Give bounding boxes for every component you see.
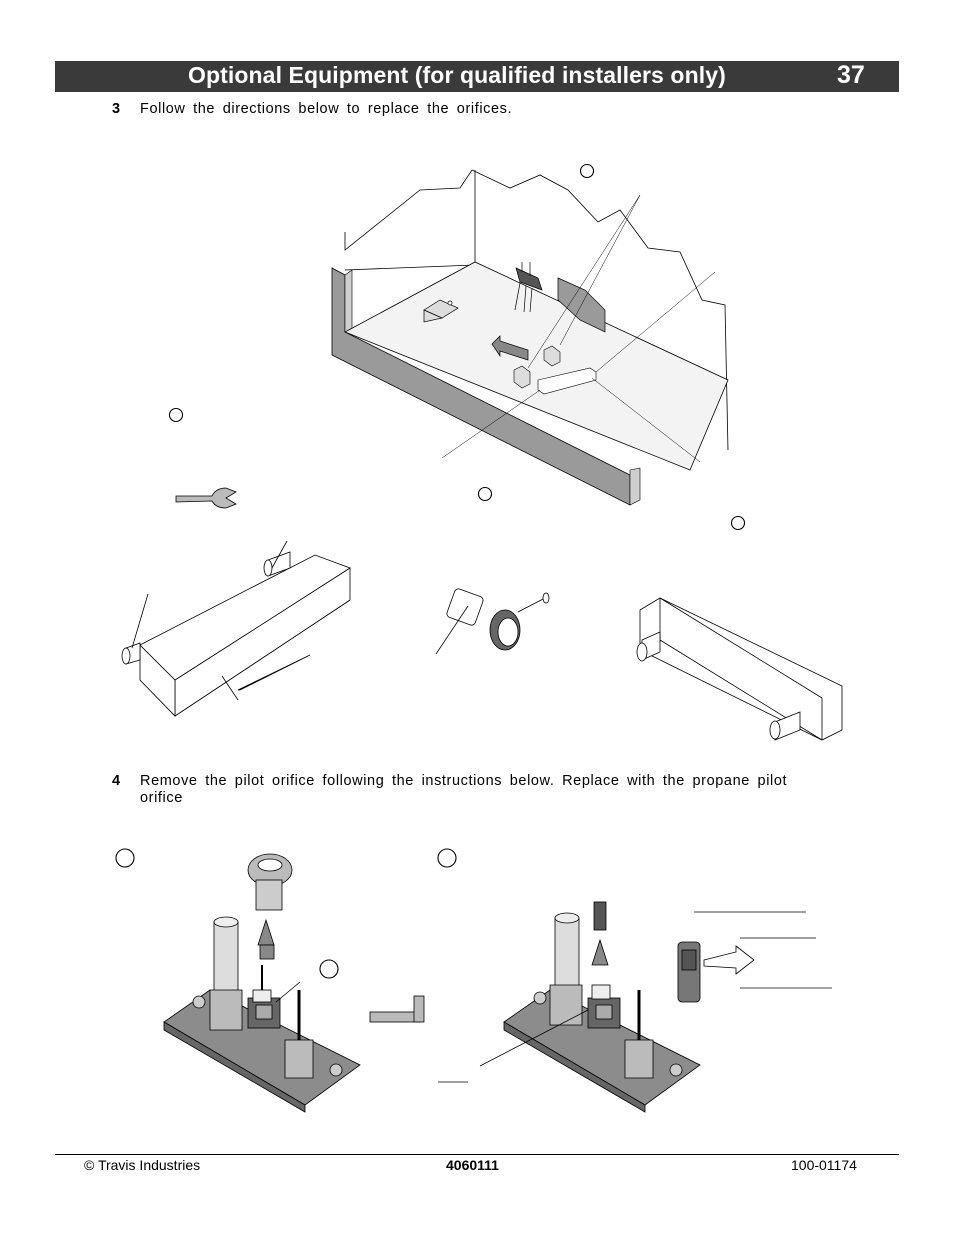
callout-circle: [437, 848, 457, 868]
footer-doc-number: 4060111: [446, 1157, 499, 1173]
callout-circle: [168, 407, 184, 423]
page-number: 37: [837, 61, 865, 89]
footer-rule: [55, 1154, 899, 1155]
header-bar: Optional Equipment (for qualified instal…: [55, 61, 899, 92]
orifice-fitting: [435, 588, 550, 655]
step-text-line-1: Remove the pilot orifice following the i…: [140, 773, 788, 789]
allen-key-icon: [369, 995, 425, 1023]
step-number: 4: [112, 773, 121, 789]
step-number: 3: [112, 101, 121, 117]
direction-arrow: [491, 335, 529, 361]
callout-circle: [579, 163, 595, 179]
pilot-assembly-right: [438, 901, 832, 1113]
callout-circle: [319, 959, 339, 979]
step-text-line-2: orifice: [140, 790, 183, 806]
page-title: Optional Equipment (for qualified instal…: [188, 62, 726, 88]
callout-circle: [730, 515, 746, 531]
pilot-assembly-small: [514, 262, 543, 313]
footer-part-number: 100-01174: [791, 1157, 857, 1173]
step-text: Follow the directions below to replace t…: [140, 101, 513, 117]
bracket: [423, 299, 459, 323]
footer-copyright: © Travis Industries: [84, 1157, 201, 1173]
burner-bar: [121, 540, 351, 717]
pilot-assembly-left: [163, 853, 361, 1113]
callout-circle: [115, 848, 135, 868]
burner-bar-right: [636, 597, 843, 741]
wrench-icon: [175, 487, 237, 509]
callout-circle: [477, 486, 493, 502]
